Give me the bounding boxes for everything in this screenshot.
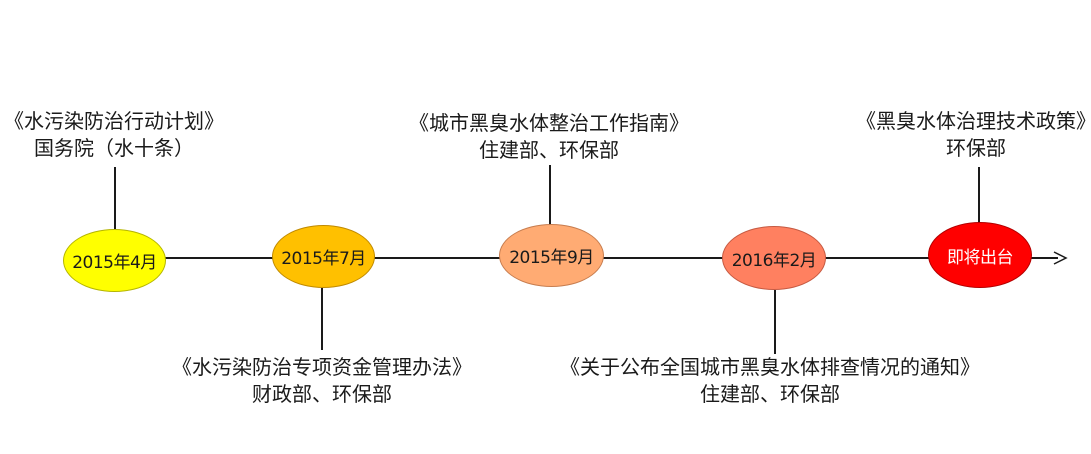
policy-annotation: 《城市黑臭水体整治工作指南》 住建部、环保部 (409, 110, 689, 164)
connector-line (549, 165, 551, 225)
policy-title: 《城市黑臭水体整治工作指南》 (409, 111, 689, 135)
node-label: 2015年7月 (281, 249, 366, 269)
timeline-node-2015-04: 2015年4月 (63, 229, 166, 292)
node-label: 2016年2月 (731, 250, 817, 271)
timeline-node-2015-07: 2015年7月 (272, 225, 375, 288)
connector-line (774, 290, 776, 354)
policy-annotation: 《水污染防治行动计划》 国务院（水十条） (4, 108, 224, 162)
node-label: 2015年4月 (72, 253, 157, 273)
policy-issuer: 环保部 (946, 136, 1006, 160)
node-label: 2015年9月 (509, 248, 594, 268)
timeline-node-2015-09: 2015年9月 (499, 224, 604, 287)
policy-annotation: 《水污染防治专项资金管理办法》 财政部、环保部 (172, 354, 472, 408)
policy-annotation: 《黑臭水体治理技术政策》 环保部 (856, 108, 1091, 162)
connector-line (321, 288, 323, 350)
policy-issuer: 财政部、环保部 (252, 382, 392, 406)
policy-title: 《水污染防治行动计划》 (4, 109, 224, 133)
timeline-node-2016-02: 2016年2月 (722, 226, 826, 290)
policy-issuer: 国务院（水十条） (34, 136, 194, 160)
policy-title: 《关于公布全国城市黑臭水体排查情况的通知》 (560, 355, 980, 379)
node-label: 即将出台 (947, 247, 1014, 268)
policy-annotation: 《关于公布全国城市黑臭水体排查情况的通知》 住建部、环保部 (560, 354, 980, 408)
policy-title: 《水污染防治专项资金管理办法》 (172, 355, 472, 379)
timeline-node-upcoming: 即将出台 (928, 222, 1032, 288)
policy-issuer: 住建部、环保部 (479, 138, 619, 162)
policy-title: 《黑臭水体治理技术政策》 (856, 109, 1091, 133)
connector-line (114, 167, 116, 229)
connector-line (978, 167, 980, 225)
policy-issuer: 住建部、环保部 (700, 382, 840, 406)
